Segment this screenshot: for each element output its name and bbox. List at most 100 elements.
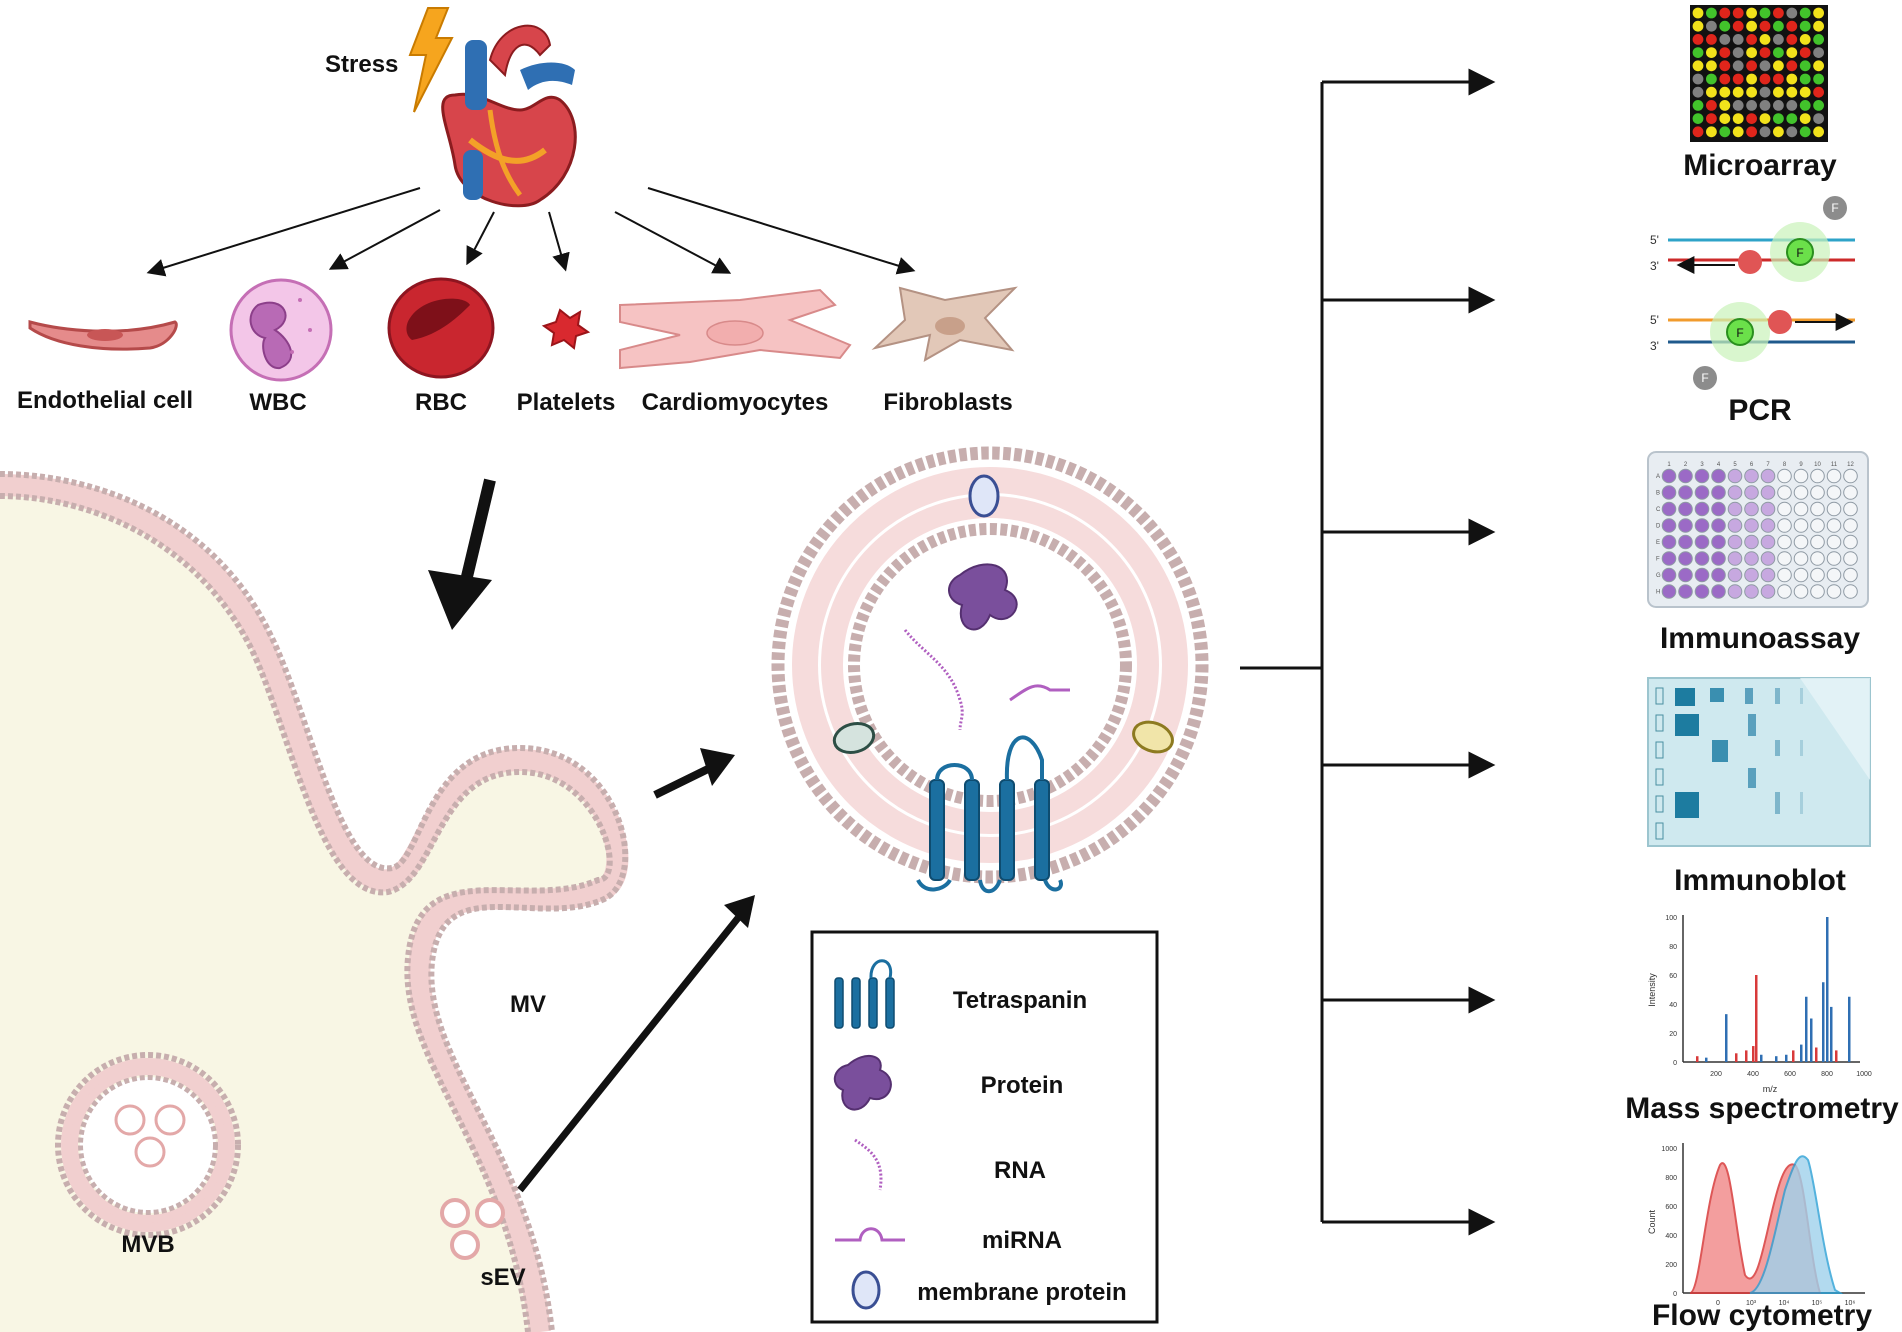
plate-well [1843, 518, 1858, 533]
microarray-spot [1719, 100, 1731, 111]
legend-membrane-protein-icon [851, 1270, 881, 1310]
plate-well [1760, 518, 1776, 533]
heart-to-cells-arrows [146, 187, 916, 277]
microarray-spot [1719, 20, 1731, 32]
plate-col-label: 1 [1667, 462, 1671, 468]
plate-well [1826, 584, 1842, 599]
microarray-spot [1692, 126, 1704, 138]
lightning-icon [408, 7, 454, 113]
legend-mirna-label: miRNA [982, 1227, 1062, 1254]
method-label-immunoassay: Immunoassay [1660, 622, 1860, 655]
plate-well [1760, 485, 1776, 500]
mv-label: MV [510, 991, 546, 1018]
ms-peak [1822, 982, 1825, 1062]
plate-col-label: 9 [1799, 462, 1803, 468]
plate-well [1793, 468, 1809, 484]
plate-well [1727, 518, 1743, 533]
blot-well [1655, 795, 1664, 813]
rbc-icon [387, 277, 495, 379]
microarray-spot [1732, 126, 1744, 138]
release-arrow [428, 478, 496, 630]
microarray-spot [1799, 73, 1811, 85]
flow-xtick: 10⁴ [1779, 1300, 1790, 1307]
microarray-spot [1786, 86, 1798, 98]
microarray-spot [1759, 60, 1771, 72]
blot-band [1800, 688, 1803, 704]
microarray-spot [1719, 7, 1731, 19]
ms-ylabel: Intensity [1647, 973, 1657, 1007]
plate-well [1661, 567, 1677, 583]
plate-well [1760, 468, 1776, 484]
pcr-fluor-top: F [1796, 246, 1803, 260]
legend-rna-icon [854, 1138, 883, 1191]
microarray-spot [1732, 20, 1744, 32]
ms-peak [1775, 1056, 1778, 1062]
plate-well [1760, 567, 1776, 583]
microarray-spot [1773, 60, 1784, 72]
blot-well [1655, 687, 1664, 705]
microarray-spot [1759, 113, 1771, 124]
flow-xtick: 10⁵ [1812, 1300, 1823, 1307]
microarray-spot [1813, 86, 1824, 98]
plate-well [1661, 584, 1677, 599]
microarray-icon [1690, 5, 1828, 142]
microarray-spot [1799, 20, 1811, 32]
fibroblast-icon [871, 286, 1018, 362]
plate-well [1744, 584, 1759, 599]
pcr-three-prime-top: 3' [1650, 259, 1659, 273]
microarray-spot [1692, 86, 1704, 98]
plate-well [1843, 567, 1858, 583]
immunoblot-icon [1647, 677, 1871, 847]
plate-well [1777, 468, 1792, 484]
plate-well [1711, 567, 1726, 583]
ms-peak [1752, 1046, 1755, 1062]
microarray-spot [1813, 126, 1824, 138]
plate-well [1760, 584, 1776, 599]
microarray-spot [1759, 7, 1771, 19]
ms-peak [1735, 1053, 1738, 1062]
microarray-spot [1799, 86, 1811, 98]
plate-well [1843, 551, 1858, 566]
microarray-spot [1706, 86, 1717, 98]
plate-well [1826, 551, 1842, 566]
microarray-spot [1746, 86, 1757, 98]
ms-xtick: 400 [1747, 1071, 1759, 1078]
plate-well [1711, 468, 1726, 484]
plate-well [1810, 518, 1825, 533]
microarray-spot [1692, 20, 1704, 32]
cell-type-labels: Endothelial cell WBC RBC Platelets Cardi… [17, 387, 1013, 416]
ms-peak [1792, 1050, 1795, 1062]
wbc-icon [229, 278, 333, 382]
pcr-five-prime-top: 5' [1650, 233, 1659, 247]
cell-label-cardiomyocytes: Cardiomyocytes [642, 389, 829, 416]
plate-well [1793, 567, 1809, 583]
blot-band [1775, 740, 1780, 756]
plate-well [1661, 485, 1677, 500]
plate-well [1760, 534, 1776, 550]
ms-peak [1800, 1044, 1803, 1062]
microarray-spot [1759, 34, 1771, 45]
microarray-spot [1813, 73, 1824, 85]
plate-well [1826, 567, 1842, 583]
ms-ytick: 60 [1669, 973, 1677, 980]
ms-ytick: 80 [1669, 944, 1677, 951]
plate-col-label: 11 [1831, 462, 1838, 468]
microarray-spot [1799, 7, 1811, 19]
microarray-spot [1706, 20, 1717, 32]
cell-label-platelets: Platelets [517, 389, 616, 416]
plate-well [1678, 534, 1693, 550]
pcr-icon: 5' 3' F F 5' 3' F F [1650, 196, 1855, 390]
blot-band [1710, 688, 1724, 702]
legend-membrane-protein-label: membrane protein [917, 1279, 1126, 1306]
ms-peak [1745, 1050, 1748, 1062]
plate-well [1810, 584, 1825, 599]
legend-tetraspanin-label: Tetraspanin [953, 987, 1087, 1014]
microarray-spot [1746, 34, 1757, 45]
plate-well [1678, 468, 1693, 484]
pcr-fluor-bottom: F [1736, 326, 1743, 340]
microarray-spot [1759, 47, 1771, 58]
extracellular-vesicle-icon [771, 446, 1209, 894]
plate-well [1777, 518, 1792, 533]
plate-well [1727, 485, 1743, 500]
sev-icon [440, 1198, 505, 1260]
